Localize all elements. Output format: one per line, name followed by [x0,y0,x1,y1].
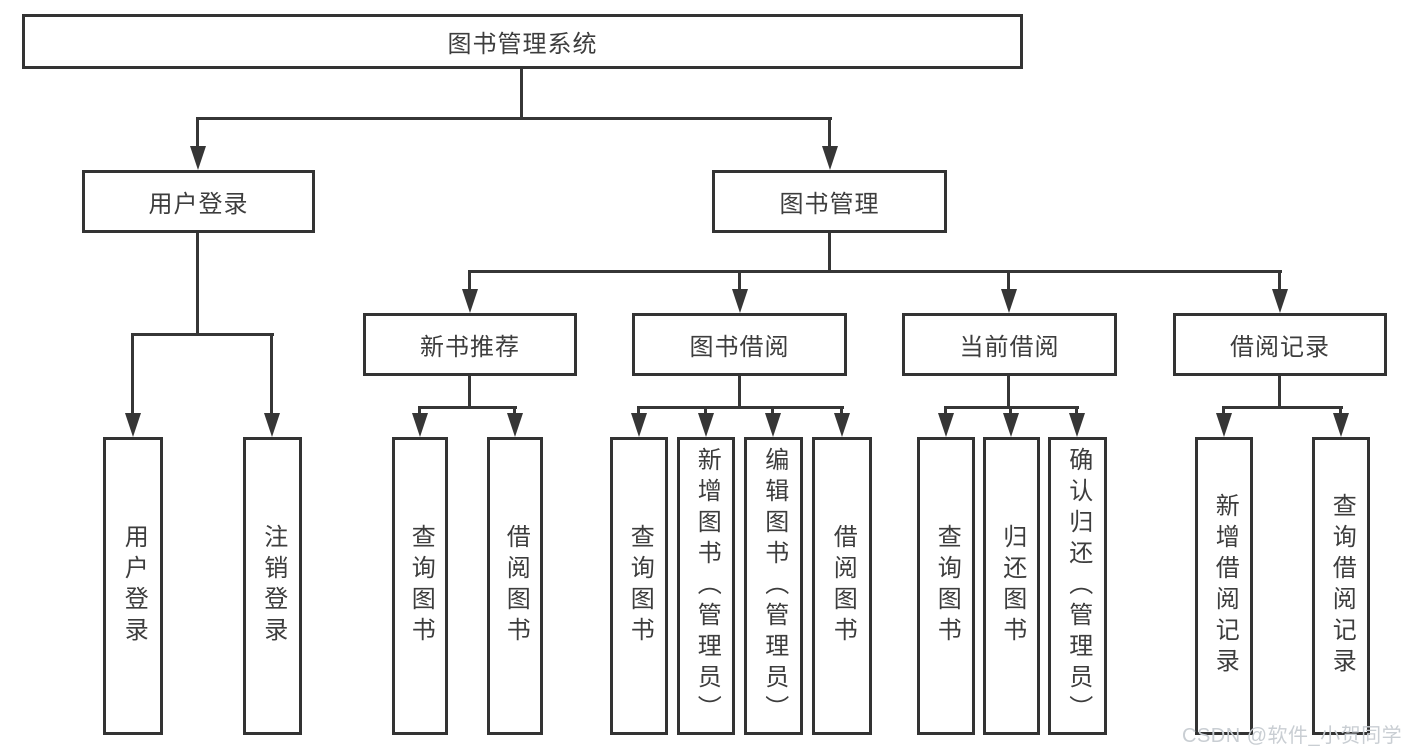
arrowhead-down-icon [834,413,850,437]
leaf-borrow-books-borrow: 借阅图书 [812,437,872,735]
arrowhead-down-icon [264,413,280,437]
connector-line [196,117,199,147]
arrowhead-down-icon [125,413,141,437]
arrowhead-down-icon [190,146,206,170]
connector-line [418,406,517,409]
arrowhead-down-icon [1333,413,1349,437]
connector-line [468,270,471,290]
leaf-query-books-newbooks: 查询图书 [392,437,448,735]
connector-line [637,406,844,409]
connector-line [131,333,134,415]
arrowhead-down-icon [507,413,523,437]
connector-line [196,117,832,120]
node-user-login-label: 用户登录 [148,191,249,218]
connector-line [1278,376,1281,408]
leaf-add-books-admin: 新增图书（管理员） [677,437,735,735]
node-book-mgmt: 图书管理 [712,170,947,233]
connector-line [828,117,831,147]
connector-line [637,406,640,416]
arrowhead-down-icon [1069,413,1085,437]
connector-line [738,270,741,290]
arrowhead-down-icon [1001,289,1017,313]
arrowhead-down-icon [631,413,647,437]
leaf-logout: 注销登录 [243,437,302,735]
arrowhead-down-icon [412,413,428,437]
connector-line [520,69,523,118]
connector-line [270,333,273,415]
node-root: 图书管理系统 [22,14,1023,69]
node-new-books-label: 新书推荐 [420,334,520,361]
arrowhead-down-icon [732,289,748,313]
node-borrow-records-label: 借阅记录 [1230,334,1330,361]
connector-line [738,376,741,408]
node-current-borrow-label: 当前借阅 [959,334,1060,361]
node-current-borrow: 当前借阅 [902,313,1117,376]
node-book-borrow-label: 图书借阅 [689,334,790,361]
leaf-query-borrow-record: 查询借阅记录 [1312,437,1370,735]
connector-line [704,406,707,416]
leaf-user-login: 用户登录 [103,437,163,735]
arrowhead-down-icon [1003,413,1019,437]
csdn-watermark: CSDN @软件_小贺同学 [1182,725,1403,747]
connector-line [828,233,831,272]
arrowhead-down-icon [1272,289,1288,313]
connector-line [1222,406,1225,416]
connector-line [771,406,774,416]
node-root-label: 图书管理系统 [447,31,598,58]
leaf-confirm-return-admin: 确认归还（管理员） [1048,437,1107,735]
leaf-edit-books-admin: 编辑图书（管理员） [744,437,803,735]
connector-line [418,406,421,416]
node-user-login: 用户登录 [82,170,315,233]
leaf-add-borrow-record: 新增借阅记录 [1195,437,1253,735]
connector-line [513,406,516,416]
arrowhead-down-icon [822,146,838,170]
node-book-mgmt-label: 图书管理 [779,191,880,218]
arrowhead-down-icon [462,289,478,313]
leaf-borrow-books-newbooks: 借阅图书 [487,437,543,735]
arrowhead-down-icon [698,413,714,437]
arrowhead-down-icon [765,413,781,437]
connector-line [944,406,947,416]
connector-line [840,406,843,416]
arrowhead-down-icon [938,413,954,437]
leaf-query-books-current: 查询图书 [917,437,975,735]
node-new-books: 新书推荐 [363,313,577,376]
connector-line [1007,270,1010,290]
node-borrow-records: 借阅记录 [1173,313,1387,376]
connector-line [1009,406,1012,416]
connector-line [1222,406,1343,409]
leaf-return-books: 归还图书 [983,437,1040,735]
connector-line [1075,406,1078,416]
connector-line [131,333,274,336]
connector-line [468,270,1282,273]
connector-line [468,376,471,408]
leaf-query-books-borrow: 查询图书 [610,437,668,735]
connector-line [1278,270,1281,290]
connector-line [196,233,199,335]
node-book-borrow: 图书借阅 [632,313,847,376]
arrowhead-down-icon [1216,413,1232,437]
connector-line [1007,376,1010,408]
connector-line [1339,406,1342,416]
